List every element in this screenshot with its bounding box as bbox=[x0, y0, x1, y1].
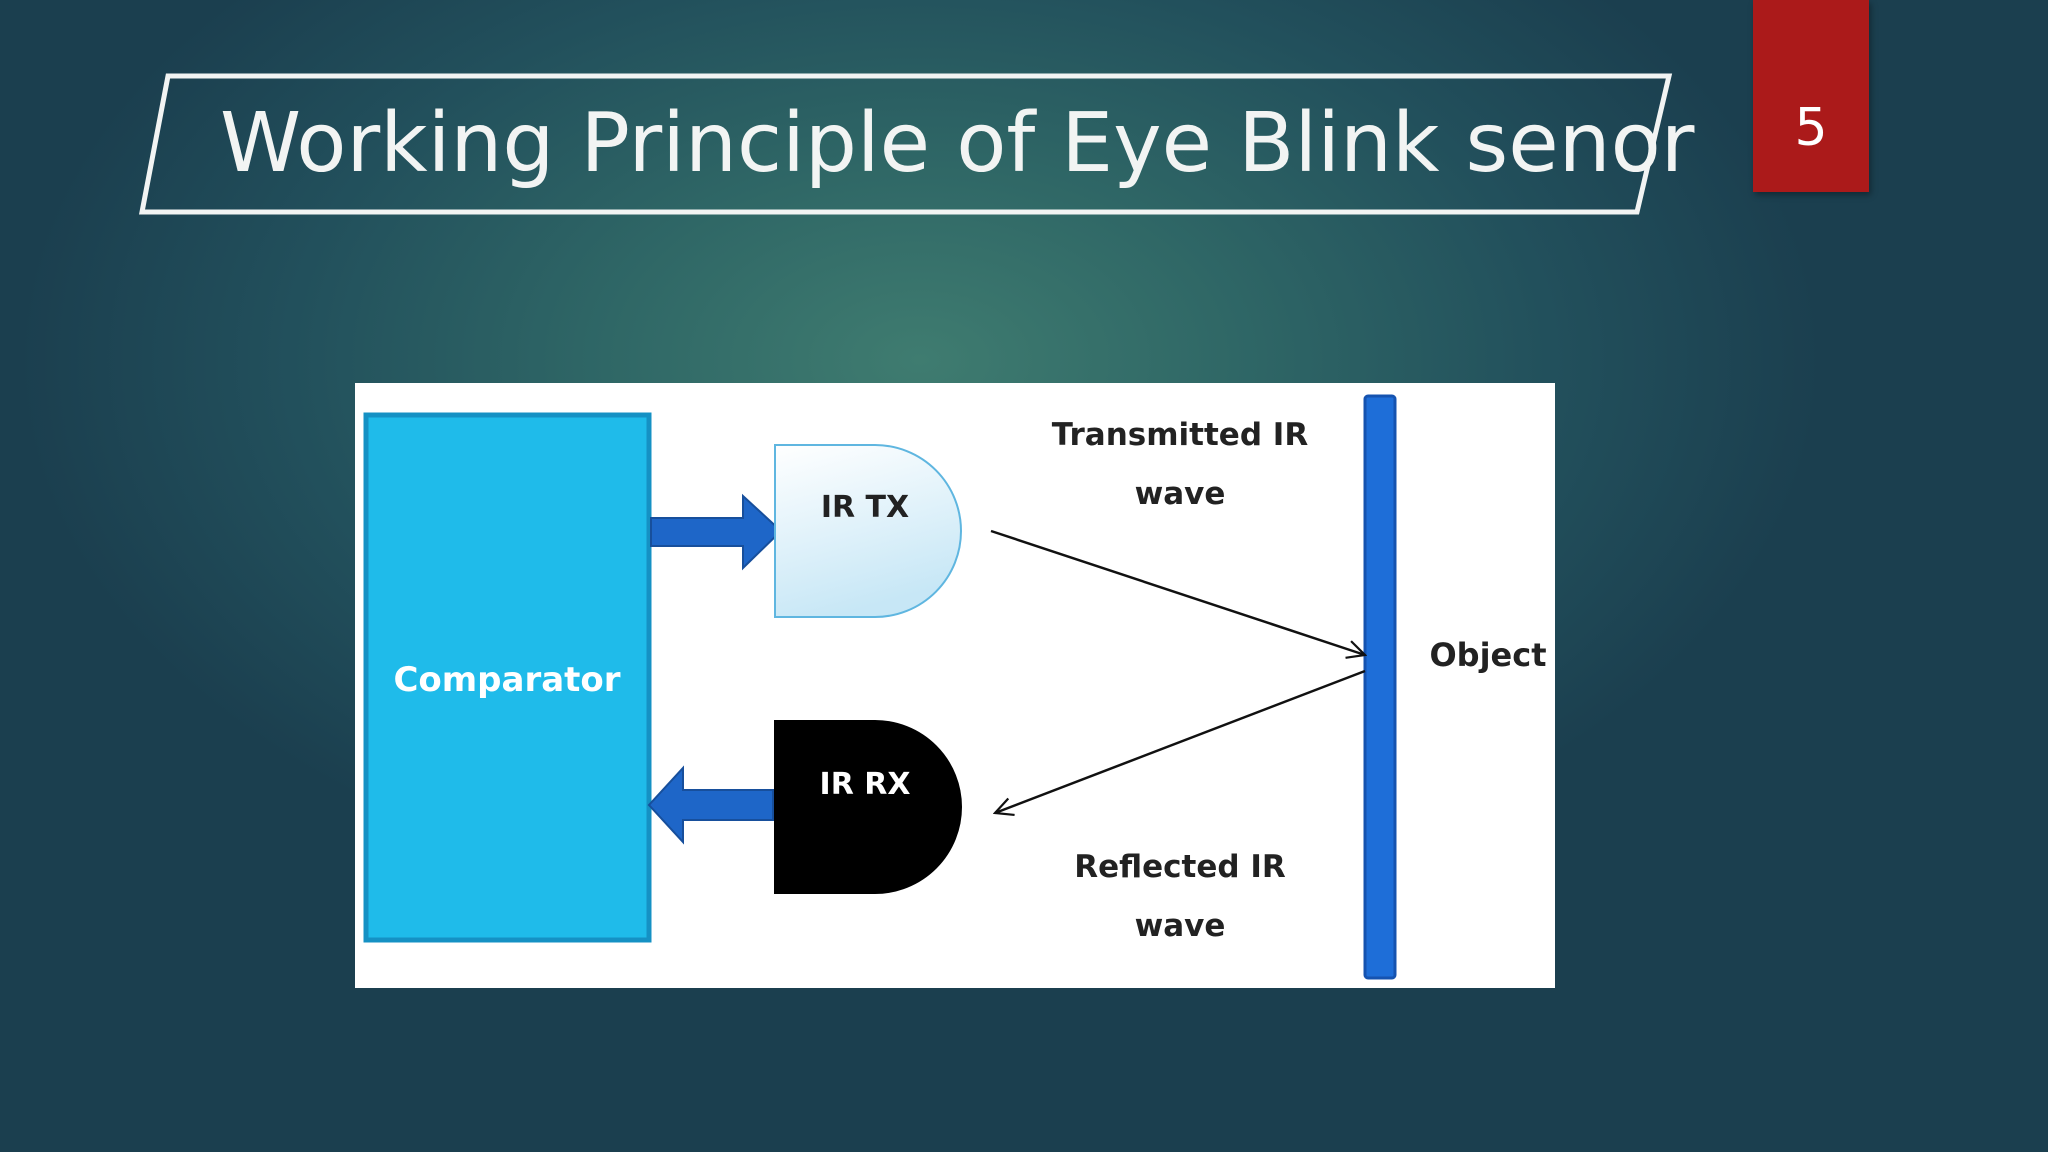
page-number: 5 bbox=[1794, 98, 1828, 158]
title-frame-outline bbox=[138, 73, 1673, 215]
diagram-canvas: Comparator IR TX IR RX Transmitted IR wa… bbox=[363, 394, 1547, 980]
eye-blink-sensor-diagram: Comparator IR TX IR RX Transmitted IR wa… bbox=[355, 383, 1555, 988]
reflected-ir-ray bbox=[995, 669, 1366, 813]
ir-rx-label: IR RX bbox=[820, 767, 911, 802]
comparator-label: Comparator bbox=[393, 660, 620, 700]
object-label: Object bbox=[1429, 636, 1546, 674]
object-bar bbox=[1363, 394, 1397, 980]
slide-title: Working Principle of Eye Blink senor bbox=[220, 96, 1695, 191]
comparator-block bbox=[363, 412, 652, 943]
comparator-to-tx-arrow bbox=[650, 493, 783, 571]
rx-to-comparator-arrow bbox=[647, 765, 774, 845]
transmitted-ir-ray bbox=[990, 529, 1365, 655]
transmitted-ir-label-line2: wave bbox=[1135, 476, 1226, 512]
transmitted-ir-label-line1: Transmitted IR bbox=[1052, 417, 1309, 453]
reflected-ir-label-line1: Reflected IR bbox=[1074, 849, 1286, 885]
title-frame bbox=[138, 72, 1673, 216]
page-number-badge: 5 bbox=[1753, 0, 1869, 192]
ir-tx-label: IR TX bbox=[821, 490, 909, 525]
reflected-ir-label-line2: wave bbox=[1135, 908, 1226, 944]
ir-tx-emitter bbox=[774, 444, 962, 618]
ir-rx-receiver bbox=[774, 720, 962, 894]
